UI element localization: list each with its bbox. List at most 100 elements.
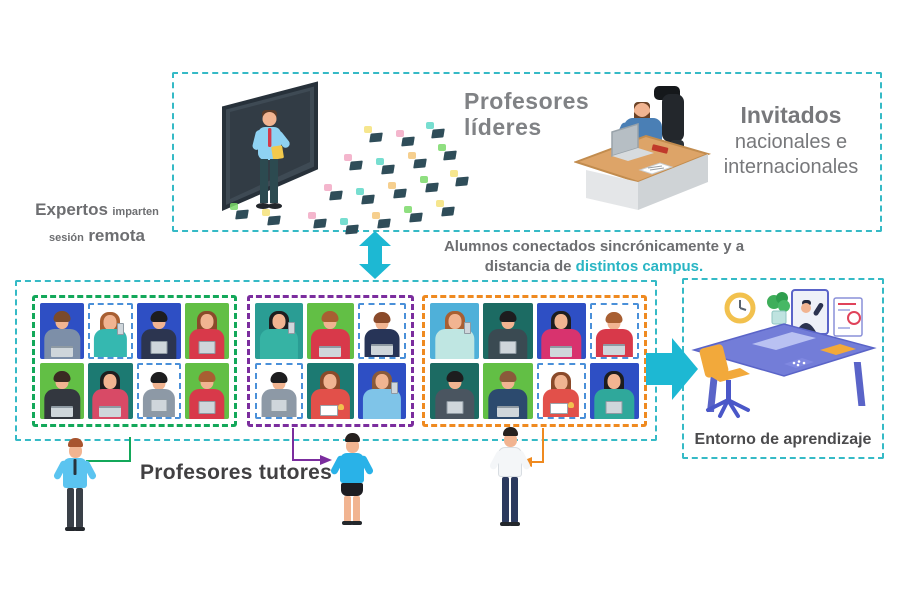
laptop-icon: [496, 406, 519, 417]
mini-laptop-icon: [450, 170, 470, 187]
students-box: [15, 280, 657, 441]
right-arrow-icon: [646, 338, 698, 400]
tutor-head: [345, 439, 359, 453]
laptop-icon: [319, 346, 342, 357]
student-hair: [605, 312, 623, 324]
laptop-icon: [51, 346, 74, 357]
student-tile: [306, 303, 355, 359]
student-tile: [88, 303, 133, 359]
student-tile: [589, 303, 639, 359]
campus-group-3: [422, 295, 647, 427]
up-down-arrow-icon: [359, 231, 391, 279]
experts-remote-word: remota: [88, 226, 145, 245]
mini-laptop-icon: [404, 206, 424, 223]
student-tile: [430, 303, 480, 359]
tablet-icon: [605, 401, 623, 414]
guest-desk-illustration: [574, 86, 712, 210]
tutor-skirt: [341, 483, 363, 496]
campus-group-1: [32, 295, 237, 427]
chat-bubble-icon: [344, 154, 352, 161]
tutor-figure-1: [52, 438, 98, 531]
campus-group-2: [247, 295, 414, 427]
presenter-illustration: [222, 81, 318, 212]
tutor-torso: [329, 453, 375, 483]
chair-icon: [699, 344, 750, 418]
student-hair: [270, 372, 288, 384]
chat-bubble-icon: [364, 126, 372, 133]
tablet-icon: [499, 341, 517, 354]
student-tile: [136, 303, 181, 359]
student-head: [607, 374, 621, 390]
mini-laptop-icon: [426, 122, 446, 139]
tutor-legs: [52, 488, 98, 531]
mini-laptop-icon: [396, 130, 416, 147]
mini-laptop-icon: [438, 144, 458, 161]
environment-label: Entorno de aprendizaje: [694, 431, 872, 448]
leaders-label: Profesores líderes: [464, 88, 589, 141]
folder-icon: [820, 344, 856, 355]
student-head: [200, 314, 214, 330]
tablet-icon: [198, 341, 216, 354]
remote-laptops-cluster: [214, 96, 484, 241]
leaders-label-line2: líderes: [464, 114, 542, 141]
student-tile: [184, 303, 229, 359]
student-tile: [255, 363, 303, 419]
laptop-icon: [603, 344, 626, 355]
tutor-hair: [502, 427, 518, 436]
experts-impart-word: imparten: [112, 206, 159, 218]
mini-laptop-icon: [230, 203, 250, 220]
laptop-icon: [550, 346, 573, 357]
tutor-legs: [484, 477, 536, 526]
mini-laptop-icon: [324, 184, 344, 201]
chat-bubble-icon: [436, 200, 444, 207]
chat-bubble-icon: [376, 158, 384, 165]
guests-title: Invitados: [740, 102, 842, 128]
student-head: [375, 374, 389, 390]
student-hair: [373, 312, 391, 324]
laptop-icon: [51, 406, 74, 417]
sync-note: Alumnos conectados sincrónicamente y a d…: [424, 237, 764, 278]
chat-bubble-icon: [450, 170, 458, 177]
student-head: [103, 374, 117, 390]
student-tile: [40, 303, 85, 359]
chat-bubble-icon: [388, 182, 396, 189]
phone-icon: [464, 322, 472, 335]
chat-bubble-icon: [324, 184, 332, 191]
mini-laptop-icon: [356, 188, 376, 205]
mini-laptop-icon: [308, 212, 328, 229]
leaders-label-line1: Profesores: [464, 88, 590, 114]
tutor-torso: [488, 447, 532, 477]
student-tile: [430, 363, 480, 419]
desk-leg-right: [853, 362, 866, 406]
student-tile: [358, 303, 406, 359]
desk-top: [691, 323, 877, 377]
documents-panel: [833, 297, 863, 337]
tutor-figure-3: [484, 427, 536, 526]
student-hair: [150, 372, 168, 384]
video-call-laptop: [791, 289, 829, 335]
tablet-icon: [446, 401, 464, 414]
laptop-keyboard: [752, 332, 816, 350]
student-tile: [88, 363, 133, 419]
tablet-icon: [198, 401, 216, 414]
chat-bubble-icon: [420, 176, 428, 183]
experts-session-word: sesión: [49, 232, 84, 244]
laptop-icon: [99, 406, 122, 417]
experts-caption: Expertos imparten sesión remota: [18, 197, 176, 249]
student-hair: [198, 370, 216, 382]
chat-bubble-icon: [262, 209, 270, 216]
mini-laptop-icon: [388, 182, 408, 199]
mini-laptop-icon: [376, 158, 396, 175]
student-hair: [446, 370, 464, 382]
student-head: [448, 314, 462, 330]
student-tile: [136, 363, 181, 419]
chat-bubble-icon: [340, 218, 348, 225]
tutor-figure-2: [329, 433, 375, 525]
tutor-hair: [67, 438, 83, 447]
tutor-head: [503, 433, 517, 447]
phone-icon: [117, 322, 125, 335]
calculator-icon: [784, 358, 814, 368]
tablet-icon: [150, 341, 168, 354]
desk-leg-left: [706, 372, 719, 412]
student-tile: [483, 363, 533, 419]
